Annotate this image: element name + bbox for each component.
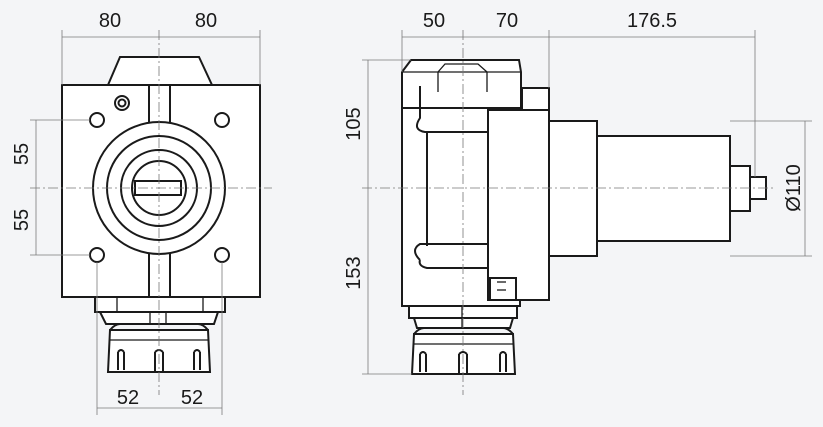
dim-front-top-left: 80 — [99, 10, 121, 32]
front-grease-nipple-inner — [117, 98, 127, 108]
dim-side-top-b: 70 — [496, 10, 518, 32]
dim-side-diameter: Ø110 — [783, 164, 805, 211]
side-housing-plate — [487, 109, 550, 301]
dim-side-left-upper: 105 — [343, 107, 365, 140]
front-bolt-hole-tr — [214, 112, 230, 128]
front-neck — [94, 296, 226, 313]
front-top-clamp — [106, 56, 214, 86]
dim-front-bottom-right: 52 — [181, 387, 203, 409]
side-motor-body — [596, 135, 731, 242]
side-inner-cavity — [415, 86, 522, 133]
side-motor-flange — [548, 120, 598, 257]
dim-front-left-lower: 55 — [11, 209, 33, 231]
side-lock-block — [489, 277, 517, 301]
side-neck — [408, 305, 518, 319]
front-view — [30, 30, 272, 395]
dim-front-bottom-left: 52 — [117, 387, 139, 409]
side-dimension-lines — [362, 30, 812, 375]
dim-front-left-upper: 55 — [11, 143, 33, 165]
dim-side-top-c: 176.5 — [627, 10, 677, 32]
front-dimension-lines — [30, 30, 261, 415]
dim-side-left-lower: 153 — [343, 256, 365, 289]
dim-front-top-right: 80 — [195, 10, 217, 32]
dim-side-top-a: 50 — [423, 10, 445, 32]
side-view — [362, 30, 775, 395]
front-grease-nipple-outer — [114, 95, 130, 111]
side-motor-cap — [729, 165, 751, 212]
